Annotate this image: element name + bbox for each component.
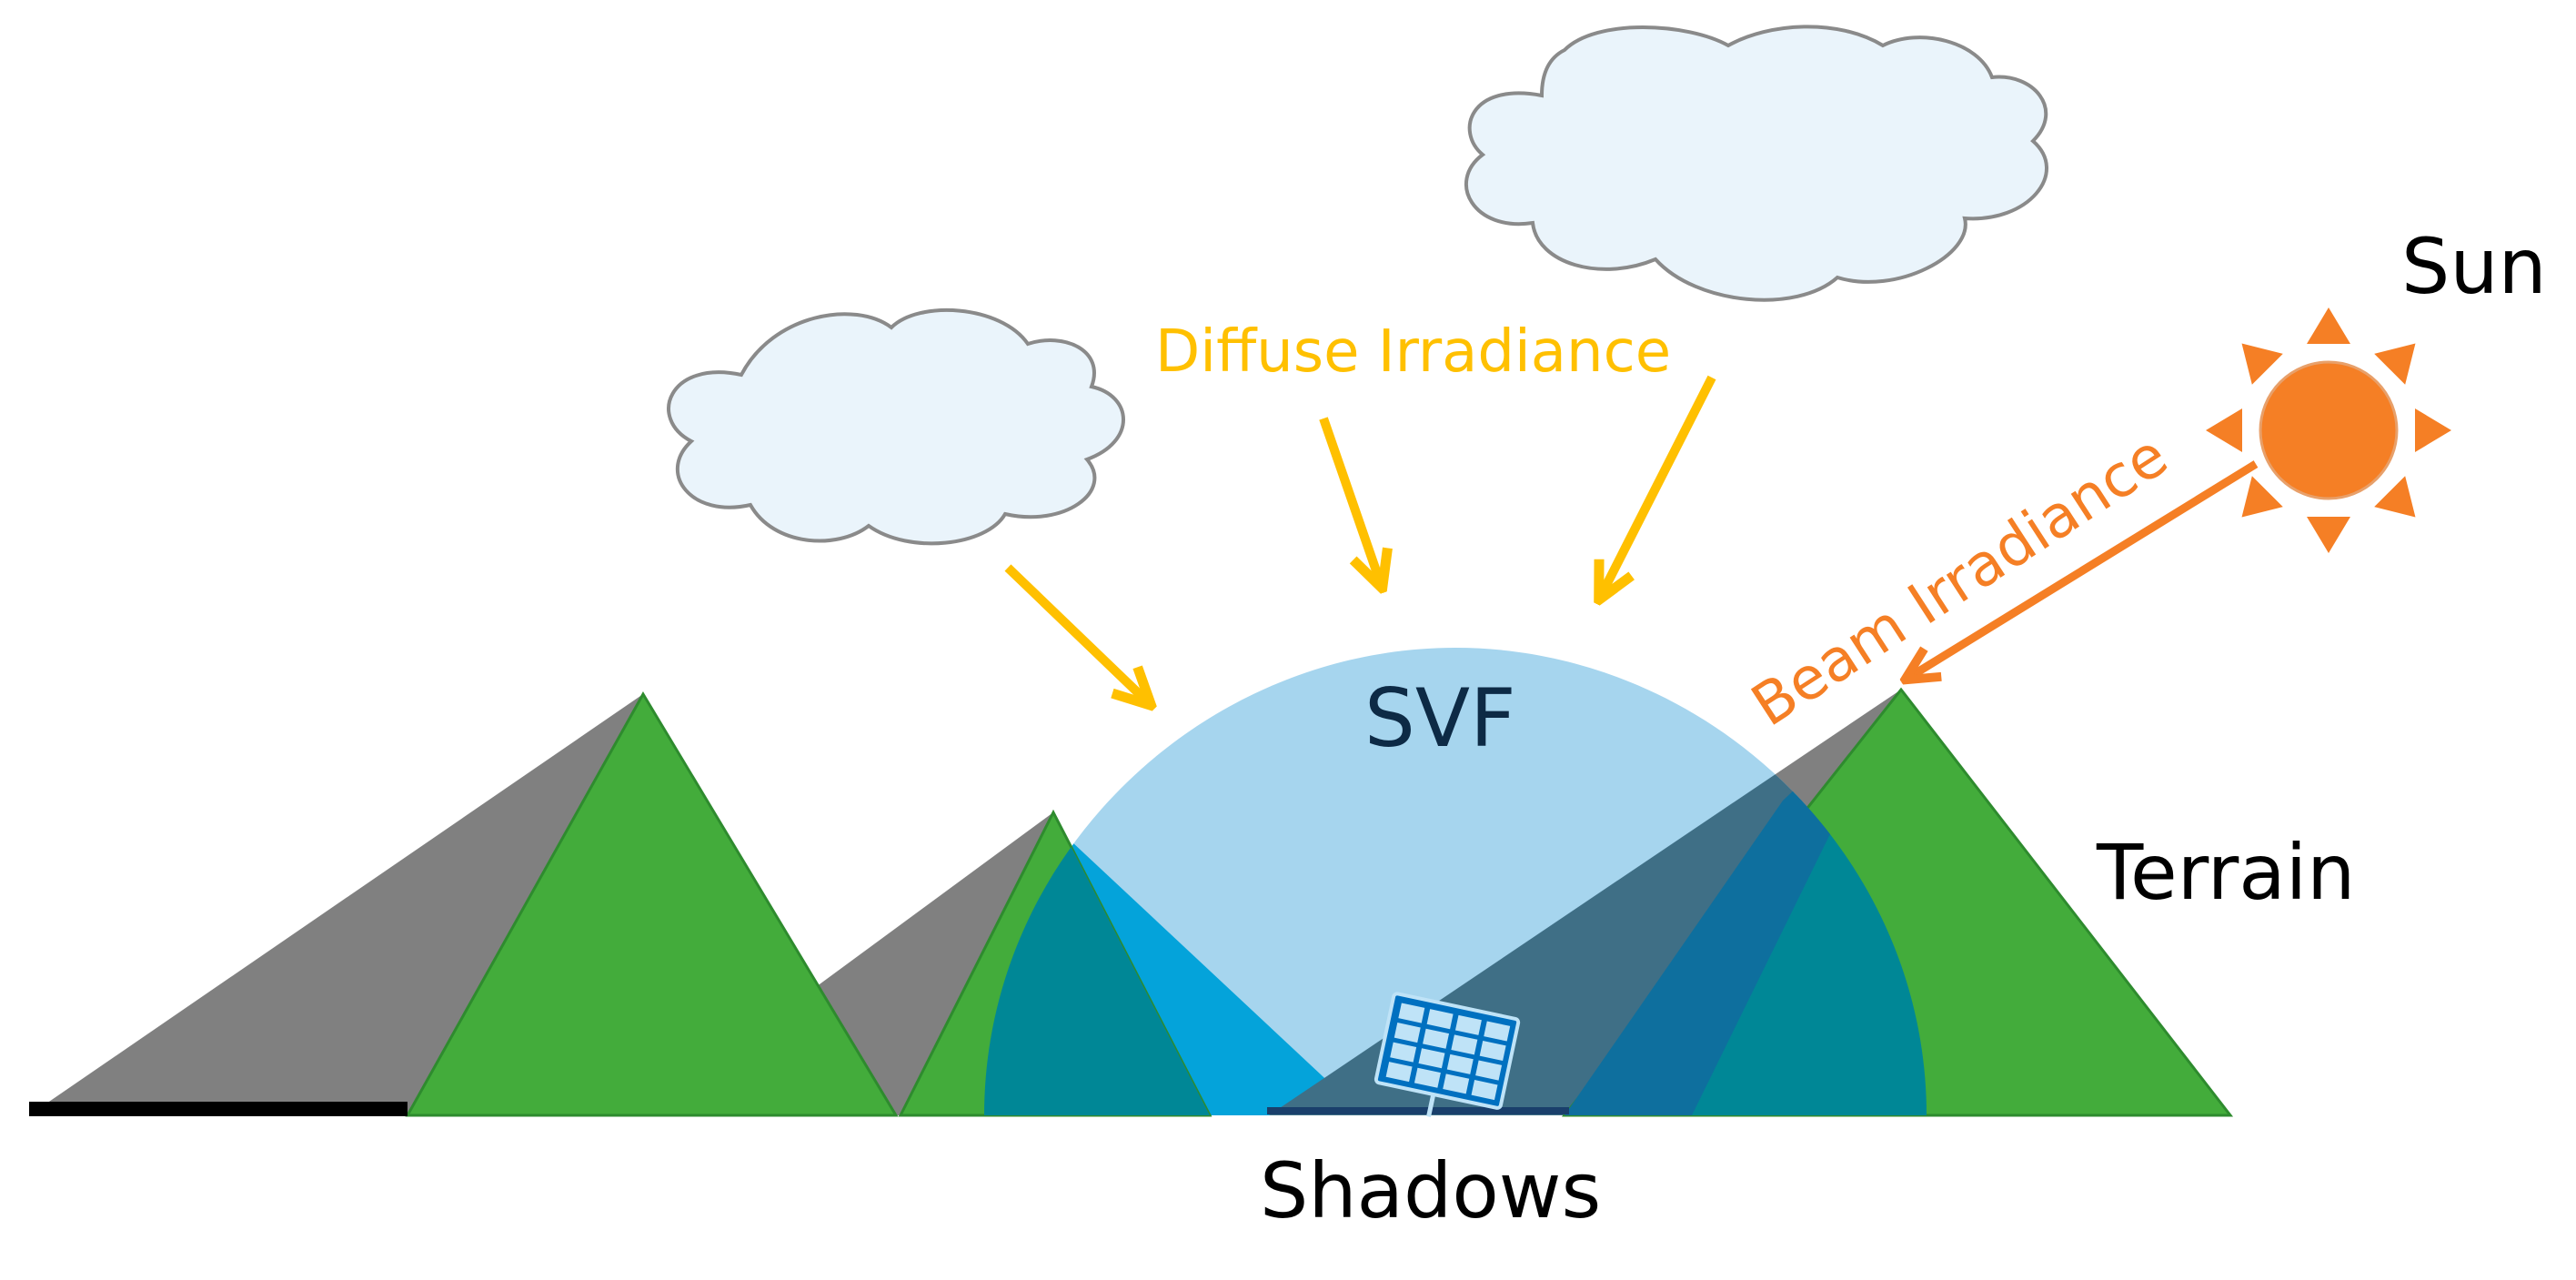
mountain xyxy=(405,691,899,1117)
svf-label: SVF xyxy=(1364,671,1516,765)
cloud-icon xyxy=(667,307,1125,546)
cloud-icon xyxy=(1464,25,2048,302)
sun xyxy=(2206,307,2451,553)
diffuse-irradiance-label: Diffuse Irradiance xyxy=(1155,318,1671,386)
beam-arrow xyxy=(1908,460,2259,678)
terrain-label: Terrain xyxy=(2096,828,2355,917)
diffuse-arrow xyxy=(1319,417,1381,584)
solar-panel-icon xyxy=(1374,992,1521,1117)
diffuse-arrow xyxy=(1601,375,1716,596)
beam-irradiance-label: Beam Irradiance xyxy=(1740,422,2179,740)
overlap-shape xyxy=(984,812,1210,1115)
diffuse-arrows xyxy=(1004,375,1716,702)
shadow-shape xyxy=(29,694,643,1115)
sun-icon xyxy=(2206,307,2451,553)
cloud-right xyxy=(1464,25,2048,302)
solar-panel xyxy=(1374,992,1521,1117)
shadows-label: Shadows xyxy=(1260,1146,1601,1235)
diffuse-arrow xyxy=(1004,564,1148,702)
cloud-left xyxy=(667,307,1125,546)
sun-label: Sun xyxy=(2401,222,2547,311)
